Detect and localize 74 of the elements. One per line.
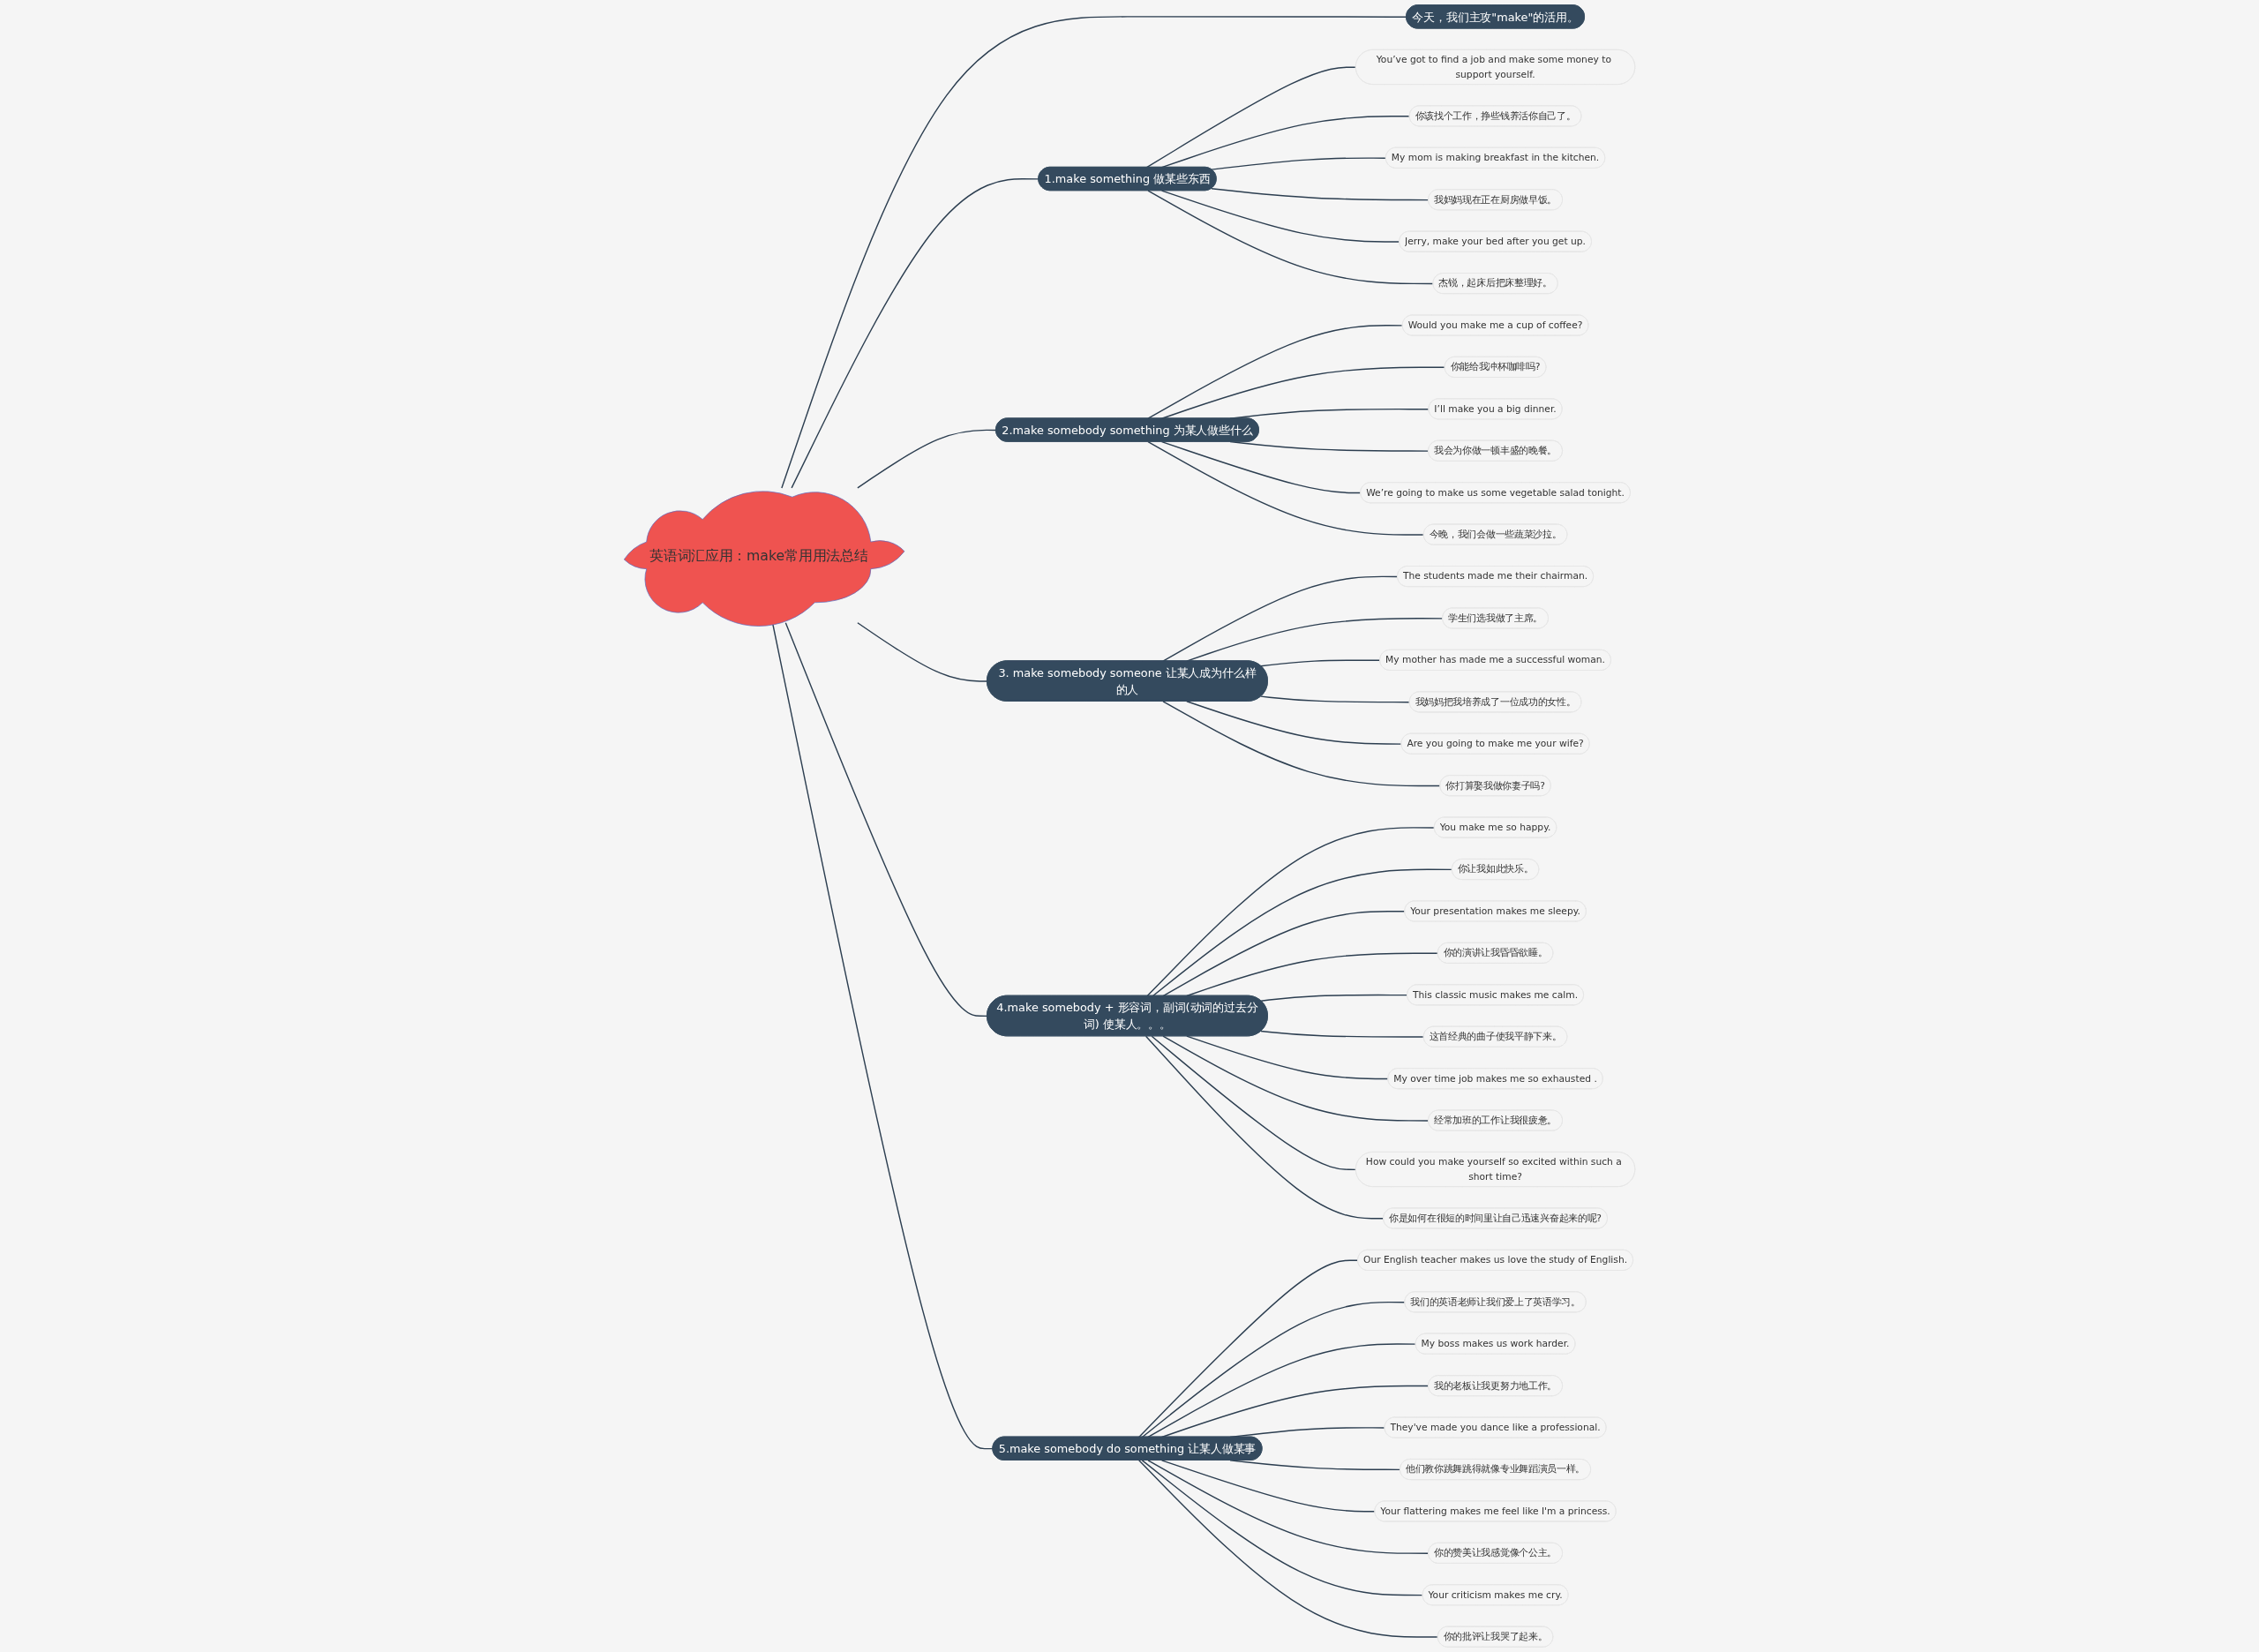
node-text: The students made me their chairman. bbox=[1402, 570, 1588, 582]
connector bbox=[1138, 1259, 1359, 1438]
node-text: My mom is making breakfast in the kitchen. bbox=[1391, 152, 1600, 164]
connector bbox=[1147, 190, 1434, 285]
connector bbox=[1147, 1460, 1430, 1554]
connector bbox=[791, 178, 1039, 489]
node-text: Are you going to make me your wife? bbox=[1407, 738, 1584, 749]
connector bbox=[1260, 1030, 1425, 1038]
node-text: You make me so happy. bbox=[1439, 822, 1551, 833]
node-text: 你该找个工作，挣些钱养活你自己了。 bbox=[1415, 109, 1576, 122]
connector bbox=[1260, 695, 1411, 703]
node-text: 你能给我冲杯咖啡吗? bbox=[1450, 361, 1541, 373]
node-text: I’ll make you a big dinner. bbox=[1434, 402, 1557, 415]
connector bbox=[1160, 440, 1362, 494]
node-text: We’re going to make us some vegetable salad tonight. bbox=[1366, 486, 1625, 499]
connector bbox=[857, 622, 988, 682]
node-text: 你打算娶我做你妻子吗? bbox=[1445, 779, 1545, 792]
connector bbox=[1152, 868, 1453, 997]
connector bbox=[1260, 994, 1408, 1002]
node-text: You’ve got to find a job and make some money to support yourself. bbox=[1376, 54, 1611, 80]
node-text: 今晚，我们会做一些蔬菜沙拉。 bbox=[1429, 529, 1562, 540]
node-text: 你的赞美让我感觉像个公主。 bbox=[1434, 1547, 1557, 1559]
connector bbox=[1186, 1035, 1389, 1080]
connector bbox=[781, 16, 1407, 489]
node-text: Your presentation makes me sleepy. bbox=[1410, 905, 1580, 917]
connector bbox=[857, 429, 997, 489]
node-text: Would you make me a cup of coffee? bbox=[1407, 319, 1583, 331]
node-text: 我会为你做一顿丰盛的晚餐。 bbox=[1434, 445, 1557, 457]
connector bbox=[1141, 1460, 1424, 1596]
connector bbox=[1145, 1035, 1385, 1220]
node-text: 我的老板让我更努力地工作。 bbox=[1434, 1379, 1557, 1392]
node-text: My boss makes us work harder. bbox=[1421, 1338, 1570, 1349]
node-text: 你的批评让我哭了起来。 bbox=[1443, 1631, 1548, 1642]
connector bbox=[1186, 952, 1439, 997]
connector bbox=[1162, 911, 1406, 997]
node-text: My mother has made me a successful woman. bbox=[1385, 654, 1605, 666]
node-text: Our English teacher makes us love the study of English. bbox=[1362, 1254, 1628, 1266]
connector bbox=[1146, 827, 1436, 997]
connector bbox=[1147, 1343, 1417, 1438]
connector bbox=[784, 622, 988, 1017]
connector bbox=[771, 622, 994, 1450]
connector bbox=[1162, 701, 1441, 787]
connector bbox=[1147, 440, 1425, 536]
node-text: This classic music makes me calm. bbox=[1413, 988, 1579, 1001]
connector bbox=[1145, 66, 1357, 169]
connector bbox=[1147, 325, 1404, 419]
node-text: How could you make yourself so excited within such a short time? bbox=[1365, 1156, 1622, 1183]
node-text: 你是如何在很短的时间里让自己迅速兴奋起来的呢? bbox=[1389, 1212, 1602, 1224]
connector bbox=[1151, 1035, 1357, 1171]
node-text: 经常加班的工作让我很疲惫。 bbox=[1434, 1114, 1557, 1126]
node-text: They've made you dance like a professional. bbox=[1390, 1421, 1601, 1433]
connector bbox=[1162, 575, 1399, 662]
node-text: My over time job makes me so exhausted . bbox=[1393, 1072, 1597, 1085]
node-text: 杰锐，起床后把床整理好。 bbox=[1438, 277, 1552, 289]
node-text: 这首经典的曲子使我平静下来。 bbox=[1429, 1031, 1562, 1042]
connector bbox=[1138, 1460, 1439, 1638]
node-text: 我妈妈把我培养成了一位成功的女性。 bbox=[1415, 695, 1576, 708]
node-text: Jerry, make your bed after you get up. bbox=[1405, 236, 1587, 247]
connector bbox=[1141, 1301, 1406, 1438]
node-text: 我妈妈现在正在厨房做早饭。 bbox=[1434, 193, 1557, 206]
node-text: 学生们选我做了主席。 bbox=[1448, 612, 1543, 624]
node-text: Your flattering makes me feel like I'm a princess. bbox=[1380, 1505, 1610, 1517]
node-text: Your criticism makes me cry. bbox=[1428, 1588, 1563, 1601]
node-text: 他们教你跳舞跳得就像专业舞蹈演员一样。 bbox=[1405, 1463, 1586, 1476]
node-text: 我们的英语老师让我们爱上了英语学习。 bbox=[1410, 1295, 1580, 1308]
connector bbox=[1186, 701, 1402, 745]
connector bbox=[1160, 190, 1400, 243]
connector bbox=[1160, 1460, 1376, 1513]
connector bbox=[1211, 157, 1387, 170]
connector bbox=[1211, 187, 1430, 201]
node-text: 你的演讲让我昏昏欲睡。 bbox=[1443, 947, 1548, 959]
connector bbox=[1260, 659, 1381, 667]
node-text: 你让我如此快乐。 bbox=[1457, 863, 1534, 875]
connector bbox=[1162, 1035, 1430, 1122]
